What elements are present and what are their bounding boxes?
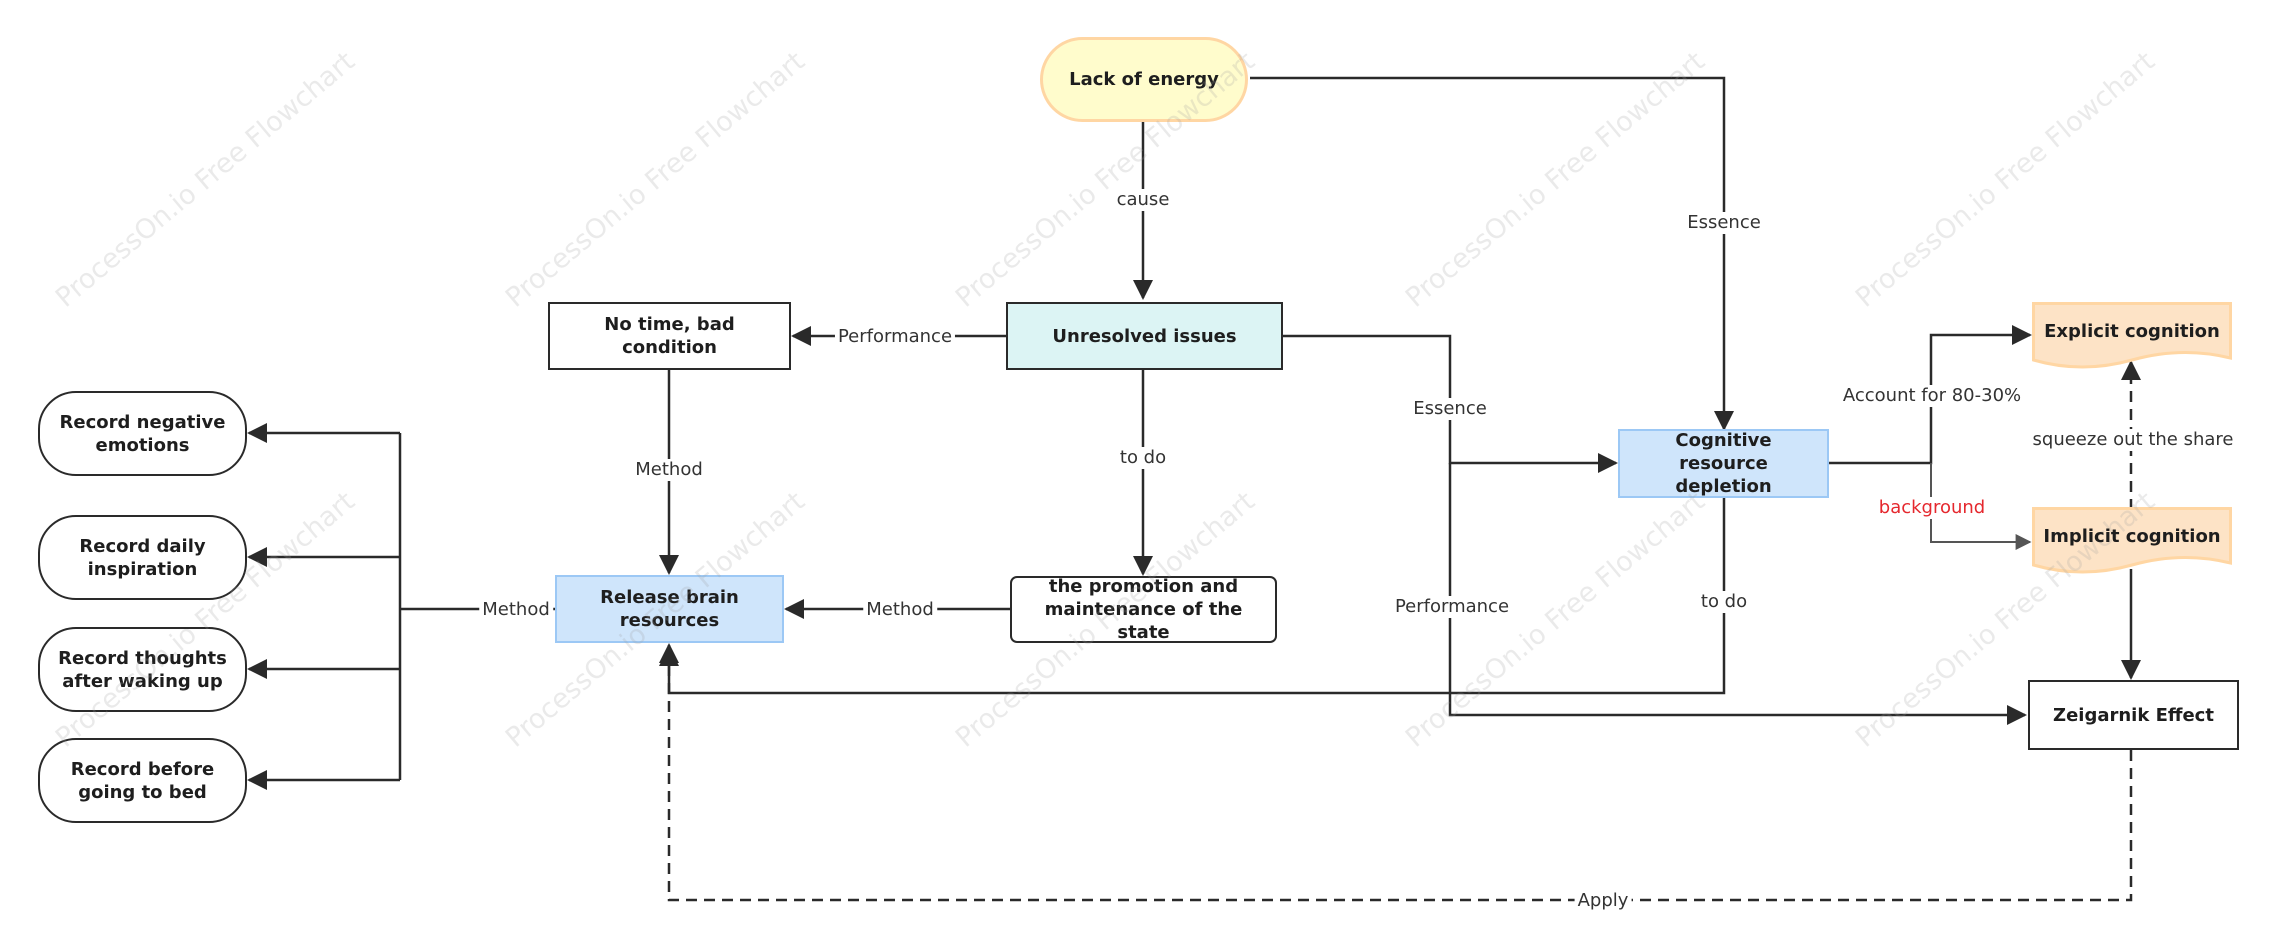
edge-label-cause: cause bbox=[1113, 189, 1173, 211]
node-lack-of-energy[interactable]: Lack of energy bbox=[1040, 37, 1248, 122]
node-release-brain-resources[interactable]: Release brain resources bbox=[555, 575, 784, 643]
edge-background bbox=[1930, 463, 2032, 550]
node-record-negative-emotions[interactable]: Record negative emotions bbox=[38, 391, 247, 476]
node-promotion-maintenance[interactable]: the promotion and maintenance of the sta… bbox=[1010, 576, 1277, 643]
edge-performance-mid bbox=[1448, 463, 2027, 725]
edge-label-method-horizontal: Method bbox=[863, 599, 937, 621]
node-record-before-bed[interactable]: Record before going to bed bbox=[38, 738, 247, 823]
document-shape bbox=[2032, 302, 2232, 369]
edge-label-account: Account for 80-30% bbox=[1839, 385, 2025, 407]
edge-label-performance-mid: Performance bbox=[1391, 596, 1513, 618]
edge-label-todo-center: to do bbox=[1116, 447, 1170, 469]
node-no-time-bad-condition[interactable]: No time, bad condition bbox=[548, 302, 791, 370]
document-shape bbox=[2032, 507, 2232, 574]
node-record-daily-inspiration[interactable]: Record daily inspiration bbox=[38, 515, 247, 600]
edge-label-performance-left: Performance bbox=[834, 326, 956, 348]
edge-apply bbox=[659, 646, 2133, 902]
edge-label-method-left: Method bbox=[479, 599, 553, 621]
node-zeigarnik-effect[interactable]: Zeigarnik Effect bbox=[2028, 680, 2239, 750]
edge-label-essence-top: Essence bbox=[1684, 212, 1764, 234]
edge-label-apply: Apply bbox=[1574, 890, 1632, 912]
node-record-thoughts-after-waking[interactable]: Record thoughts after waking up bbox=[38, 627, 247, 712]
edge-essence-top bbox=[1250, 76, 1734, 431]
edge-label-essence-mid: Essence bbox=[1410, 398, 1490, 420]
node-explicit-cognition[interactable]: Explicit cognition bbox=[2032, 302, 2232, 372]
edge-label-todo-right: to do bbox=[1697, 591, 1751, 613]
node-unresolved-issues[interactable]: Unresolved issues bbox=[1006, 302, 1283, 370]
node-implicit-cognition[interactable]: Implicit cognition bbox=[2032, 507, 2232, 577]
edge-label-background: background bbox=[1875, 497, 1989, 519]
edge-label-method-vertical: Method bbox=[632, 459, 706, 481]
edge-label-squeeze: squeeze out the share bbox=[2029, 429, 2237, 451]
node-cognitive-resource-depletion[interactable]: Cognitive resource depletion bbox=[1618, 429, 1829, 498]
